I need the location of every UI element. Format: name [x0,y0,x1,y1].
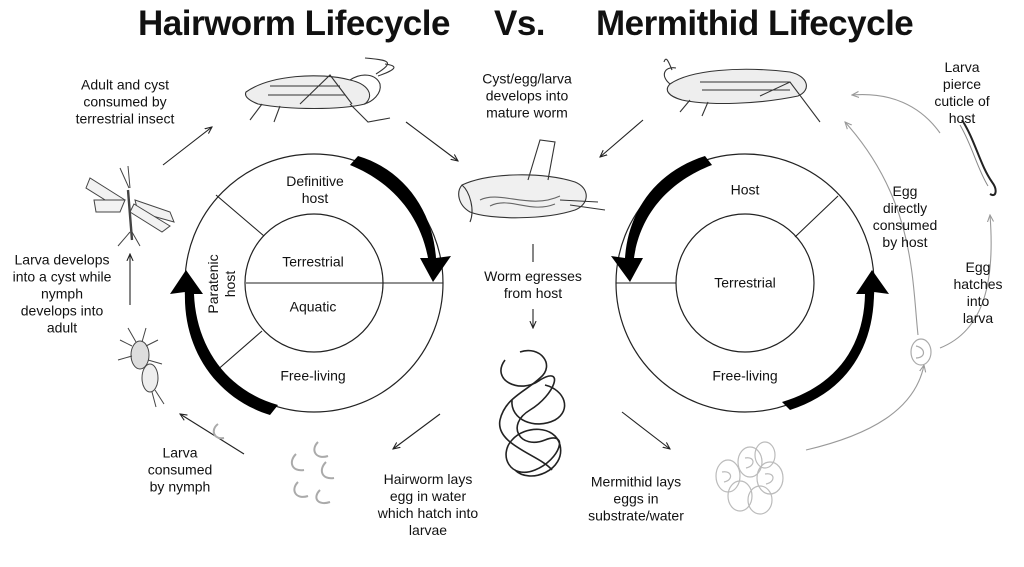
mermithid-title: Mermithid Lifecycle [596,4,914,43]
center-grasshopper-illustration [458,139,606,223]
hairworm-free-living-label: Free-living [280,367,346,384]
worm-egresses-label: Worm egresses from host [484,268,582,301]
definitive-host-label: Definitive host [286,173,344,206]
mermithid-eggs-illustration [715,441,784,515]
mermithid-lays-eggs-label: Mermithid lays eggs in substrate/water [588,473,684,524]
mermithid-larva-illustration [959,119,997,196]
hairworm-upper-divider [215,194,265,237]
larva-consumed-label: Larva consumed by nymph [147,444,213,495]
hairworm-cycle-arrow-left [170,270,278,415]
hairworm-lays-egg-label: Hairworm lays egg in water which hatch i… [377,471,479,538]
arrow-to-nymph [180,414,245,455]
mermithid-divider [794,195,839,238]
arrow-to-grasshopper [162,127,212,166]
hairworm-title: Hairworm Lifecycle [138,4,450,43]
grasshopper-illustration [244,57,395,123]
arrow-mermithid-host-to-worm [600,119,644,157]
arrow-egg-to-host [845,122,919,336]
larva-develops-cyst-label: Larva develops into a cyst while nymph d… [12,251,112,336]
adult-cyst-consumed-label: Adult and cyst consumed by terrestrial i… [75,76,175,127]
mermithid-host-label: Host [730,181,760,198]
vs-title: Vs. [494,4,546,43]
hairworm-larvae-illustration [212,423,335,504]
arrow-to-mermithid-eggs [621,411,670,449]
flow-arrows [130,119,670,455]
egg-hatches-label: Egg hatches into larva [953,259,1003,326]
mermithid-cycle-arrow-right [782,270,889,410]
mermithid-terrestrial-label: Terrestrial [714,274,776,291]
arrow-larva-to-host [852,95,941,134]
cyst-develops-label: Cyst/egg/larva develops into mature worm [482,70,572,121]
larva-pierce-label: Larva pierce cuticle of host [934,59,990,126]
arrow-to-hairworm-eggs [393,413,441,449]
arrow-hatch-to-larva [939,215,991,349]
hairworm-cycle-diagram [170,153,451,415]
mermithid-cycle-arrow-left [611,156,712,282]
hairworm-cycle-arrow-right [350,156,451,282]
mermithid-free-living-label: Free-living [712,367,778,384]
mermithid-grey-arrows [805,95,991,451]
dobsonfly-illustration [85,165,175,247]
hairworm-lower-divider [214,330,263,373]
arrow-hairworm-host-to-worm [405,121,458,161]
hairworm-aquatic-label: Aquatic [289,298,337,315]
nymph-illustration [117,327,165,408]
mermithid-host-grasshopper-illustration [663,58,821,123]
hairworm-terrestrial-label: Terrestrial [282,253,344,270]
arrow-eggs-to-hatching [805,365,924,451]
egg-consumed-label: Egg directly consumed by host [872,183,938,250]
mermithid-hatching-egg-illustration [910,338,932,366]
mermithid-cycle-diagram [611,153,889,413]
paratenic-host-label: Paratenic host [205,254,238,314]
tangled-worm-illustration [499,349,566,477]
